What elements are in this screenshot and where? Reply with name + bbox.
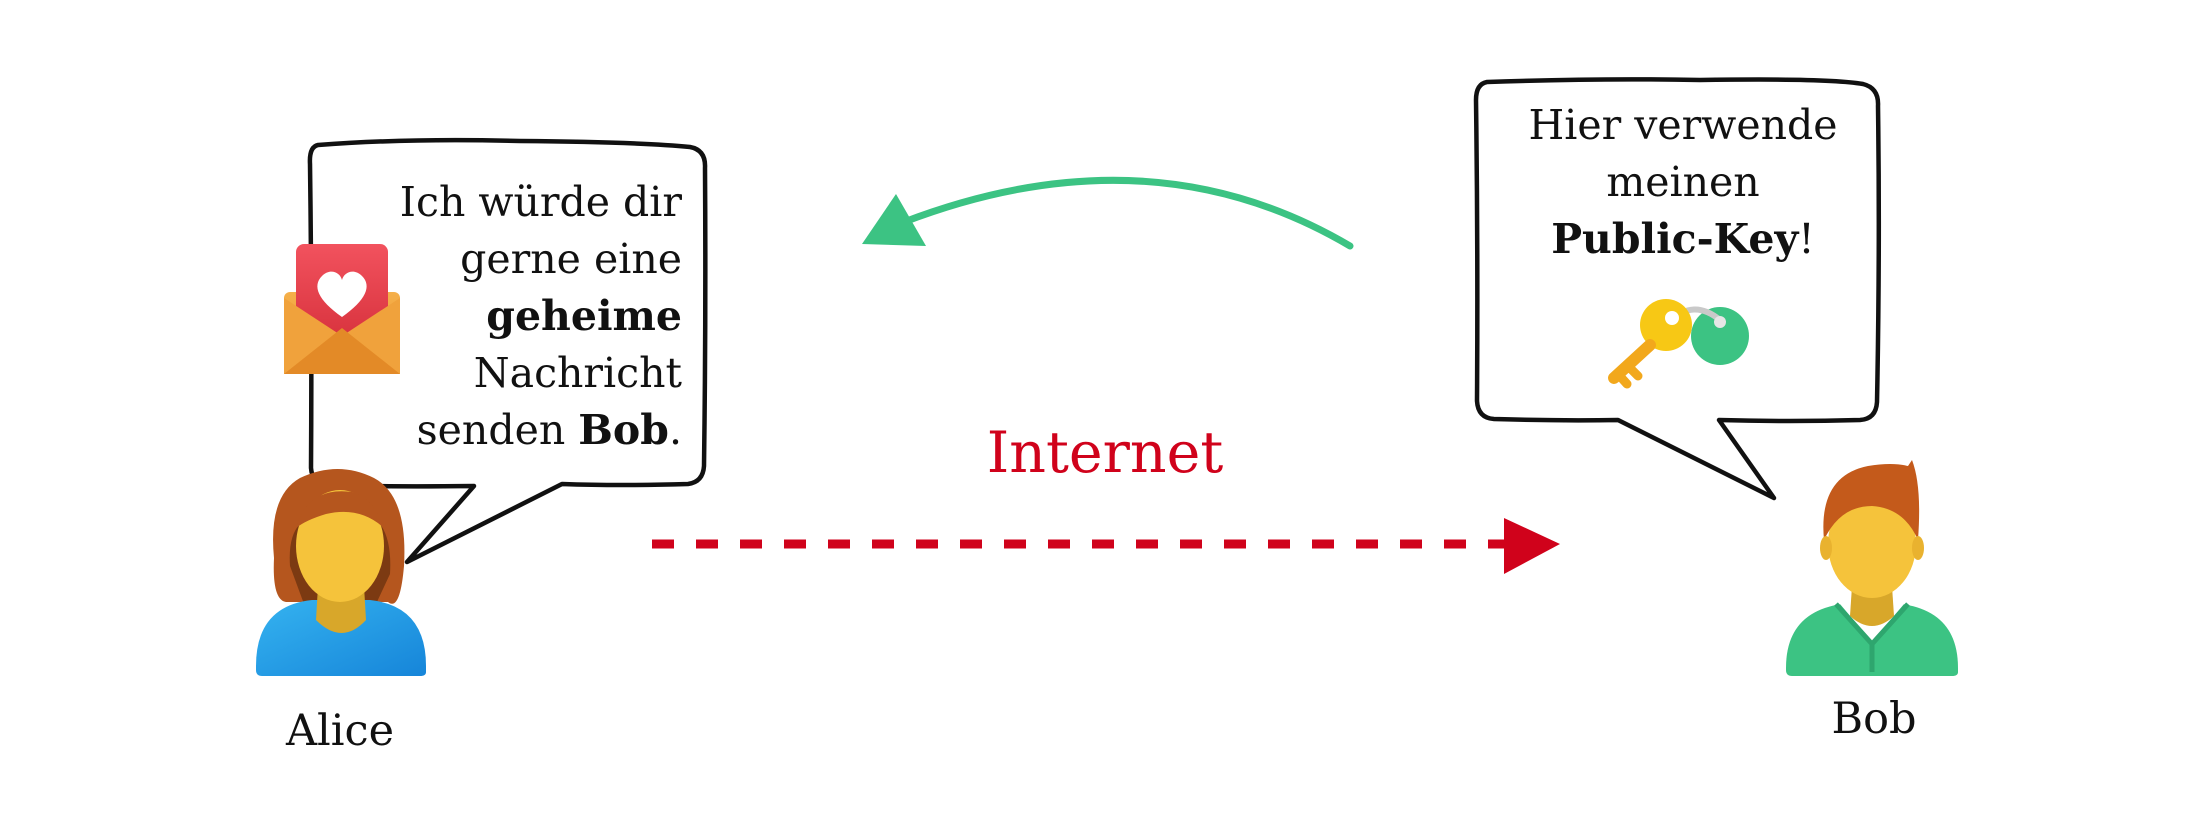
woman-avatar-icon (256, 469, 426, 676)
bob-name-label: Bob (1831, 694, 1917, 744)
alice-speech-recipient: Bob (578, 406, 669, 454)
alice-speech-text: Ich würde dir gerne eine geheime Nachric… (300, 174, 682, 459)
internet-arrow (652, 518, 1560, 574)
alice-speech-emphasis: geheime (486, 292, 682, 340)
alice-speech-bubble (307, 137, 708, 565)
bob-speech-emphasis: Public-Key (1551, 215, 1799, 263)
alice-name-label: Alice (285, 706, 395, 756)
alice-speech-punct: . (668, 406, 682, 454)
love-letter-envelope-icon (284, 244, 400, 374)
bob-speech-line: Hier verwende (1528, 101, 1838, 149)
alice-speech-line: gerne eine (460, 235, 682, 283)
bob-speech-text: Hier verwende meinen Public-Key! (1478, 97, 1888, 268)
internet-label: Internet (986, 420, 1224, 486)
return-arrow (862, 176, 1354, 250)
key-ring-icon (1608, 299, 1749, 389)
alice-speech-line: Nachricht (473, 349, 682, 397)
alice-speech-line: senden (416, 406, 579, 454)
bob-speech-bubble (1473, 77, 1882, 501)
bob-speech-punct: ! (1798, 215, 1815, 263)
alice-speech-line: Ich würde dir (399, 178, 682, 226)
man-avatar-icon (1786, 460, 1958, 676)
bob-speech-line: meinen (1606, 158, 1760, 206)
